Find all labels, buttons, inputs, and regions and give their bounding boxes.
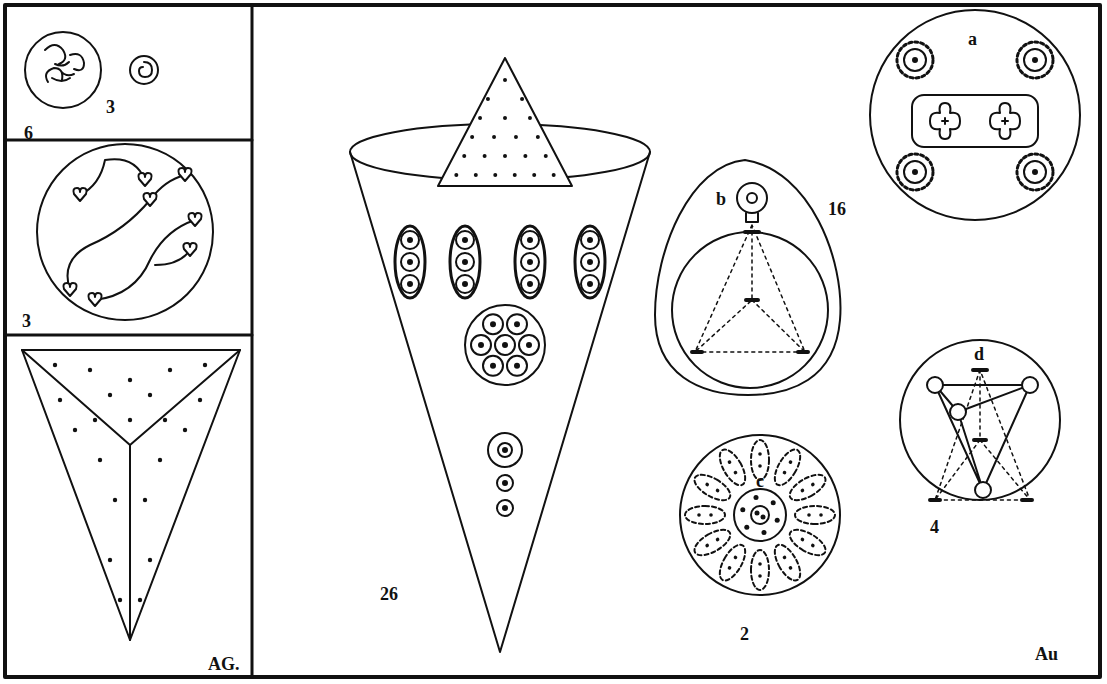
panel-divider (251, 5, 254, 677)
figure-label: AG. (208, 655, 240, 673)
figure-number: 26 (380, 585, 398, 603)
symbol-letter: c (756, 472, 764, 490)
pyramid (22, 350, 240, 640)
symbol-letter: b (716, 190, 726, 208)
figure-label: Au (1035, 645, 1058, 663)
symbol-letter: d (974, 345, 984, 363)
figure-number: 3 (22, 312, 31, 330)
figure-number: 4 (930, 518, 939, 536)
spiral-circle (130, 56, 158, 84)
symbol-c (680, 435, 840, 595)
swirl-circle (25, 32, 101, 108)
figure-number: 16 (828, 200, 846, 218)
symbol-b (655, 160, 840, 395)
symbol-d (900, 340, 1060, 500)
symbol-letter: a (968, 30, 977, 48)
figure-number: 6 (24, 124, 33, 142)
symbol-a (870, 10, 1080, 220)
panel-divider (5, 139, 252, 142)
panel-divider (5, 334, 252, 337)
cone (350, 58, 650, 652)
outer-frame (5, 5, 1100, 677)
figure-number: 3 (106, 98, 115, 116)
serpent-circle (37, 144, 213, 320)
figure-number: 2 (740, 625, 749, 643)
